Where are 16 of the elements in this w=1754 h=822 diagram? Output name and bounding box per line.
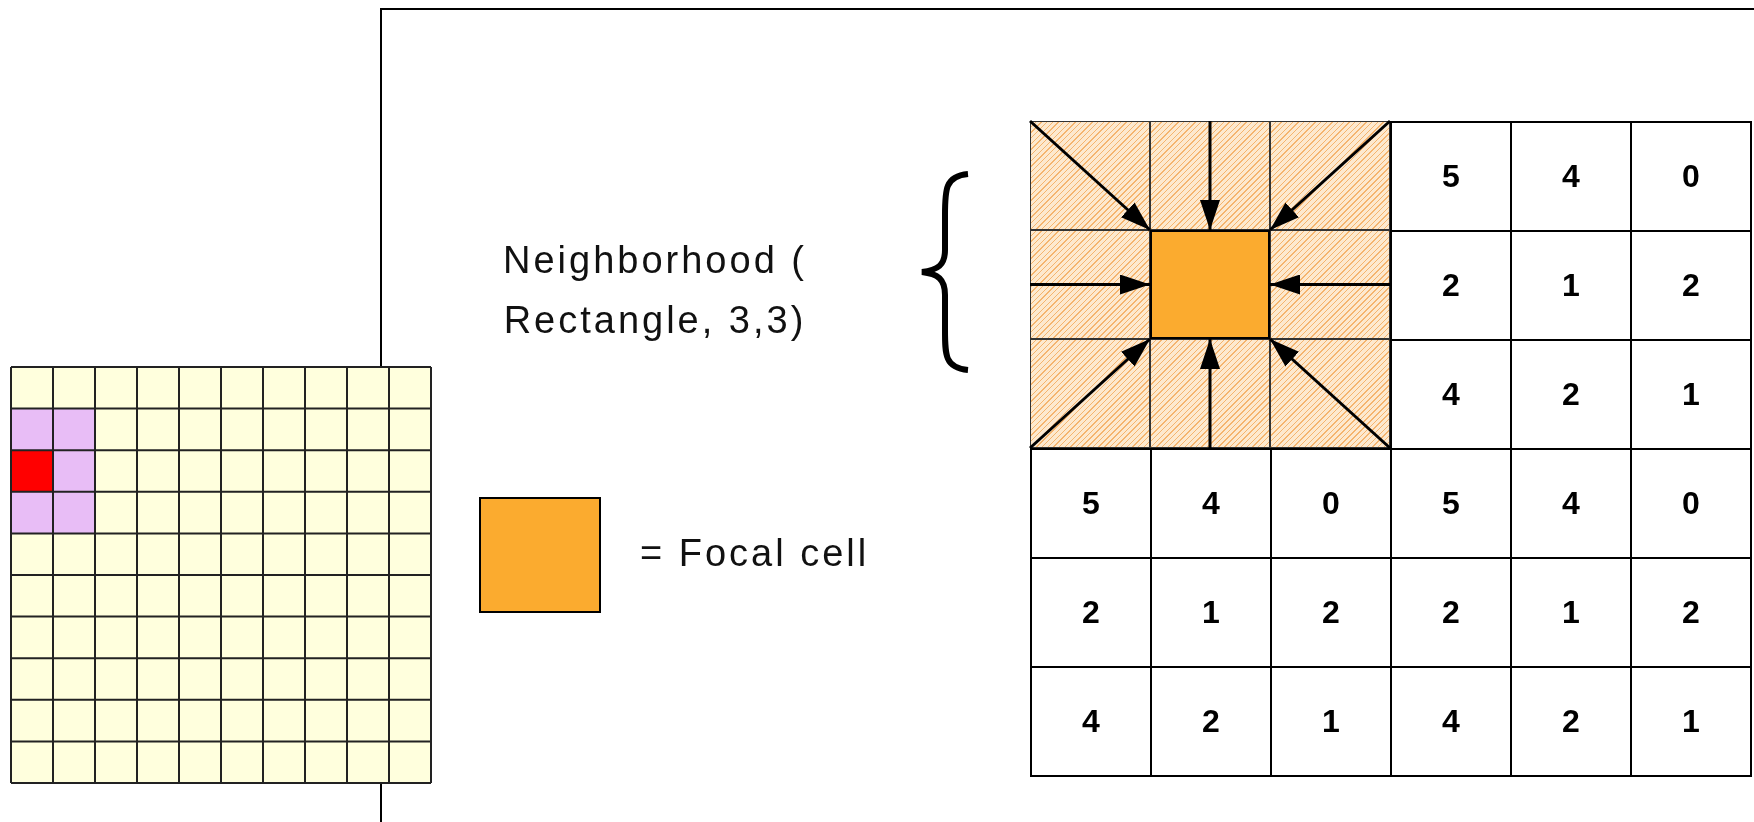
arrow bbox=[1030, 274, 1150, 295]
arrow bbox=[1200, 339, 1220, 448]
value-cell: 4 bbox=[1030, 666, 1152, 777]
neighbor-cell bbox=[1270, 230, 1390, 339]
arrow bbox=[1200, 121, 1220, 230]
neighbor-cell bbox=[1150, 121, 1270, 230]
value-cell: 1 bbox=[1630, 666, 1752, 777]
value-cell: 0 bbox=[1630, 121, 1752, 232]
arrow bbox=[1270, 274, 1390, 295]
value-cell: 5 bbox=[1390, 121, 1512, 232]
neighborhood-label: Neighborhood ( Rectangle, 3,3) bbox=[502, 238, 808, 343]
value-cell: 5 bbox=[1030, 448, 1152, 559]
legend-label: = Focal cell bbox=[640, 532, 870, 575]
focal-cell bbox=[1150, 230, 1270, 339]
neighbor-cell bbox=[1030, 230, 1150, 339]
neighbor-cell bbox=[1150, 339, 1270, 448]
